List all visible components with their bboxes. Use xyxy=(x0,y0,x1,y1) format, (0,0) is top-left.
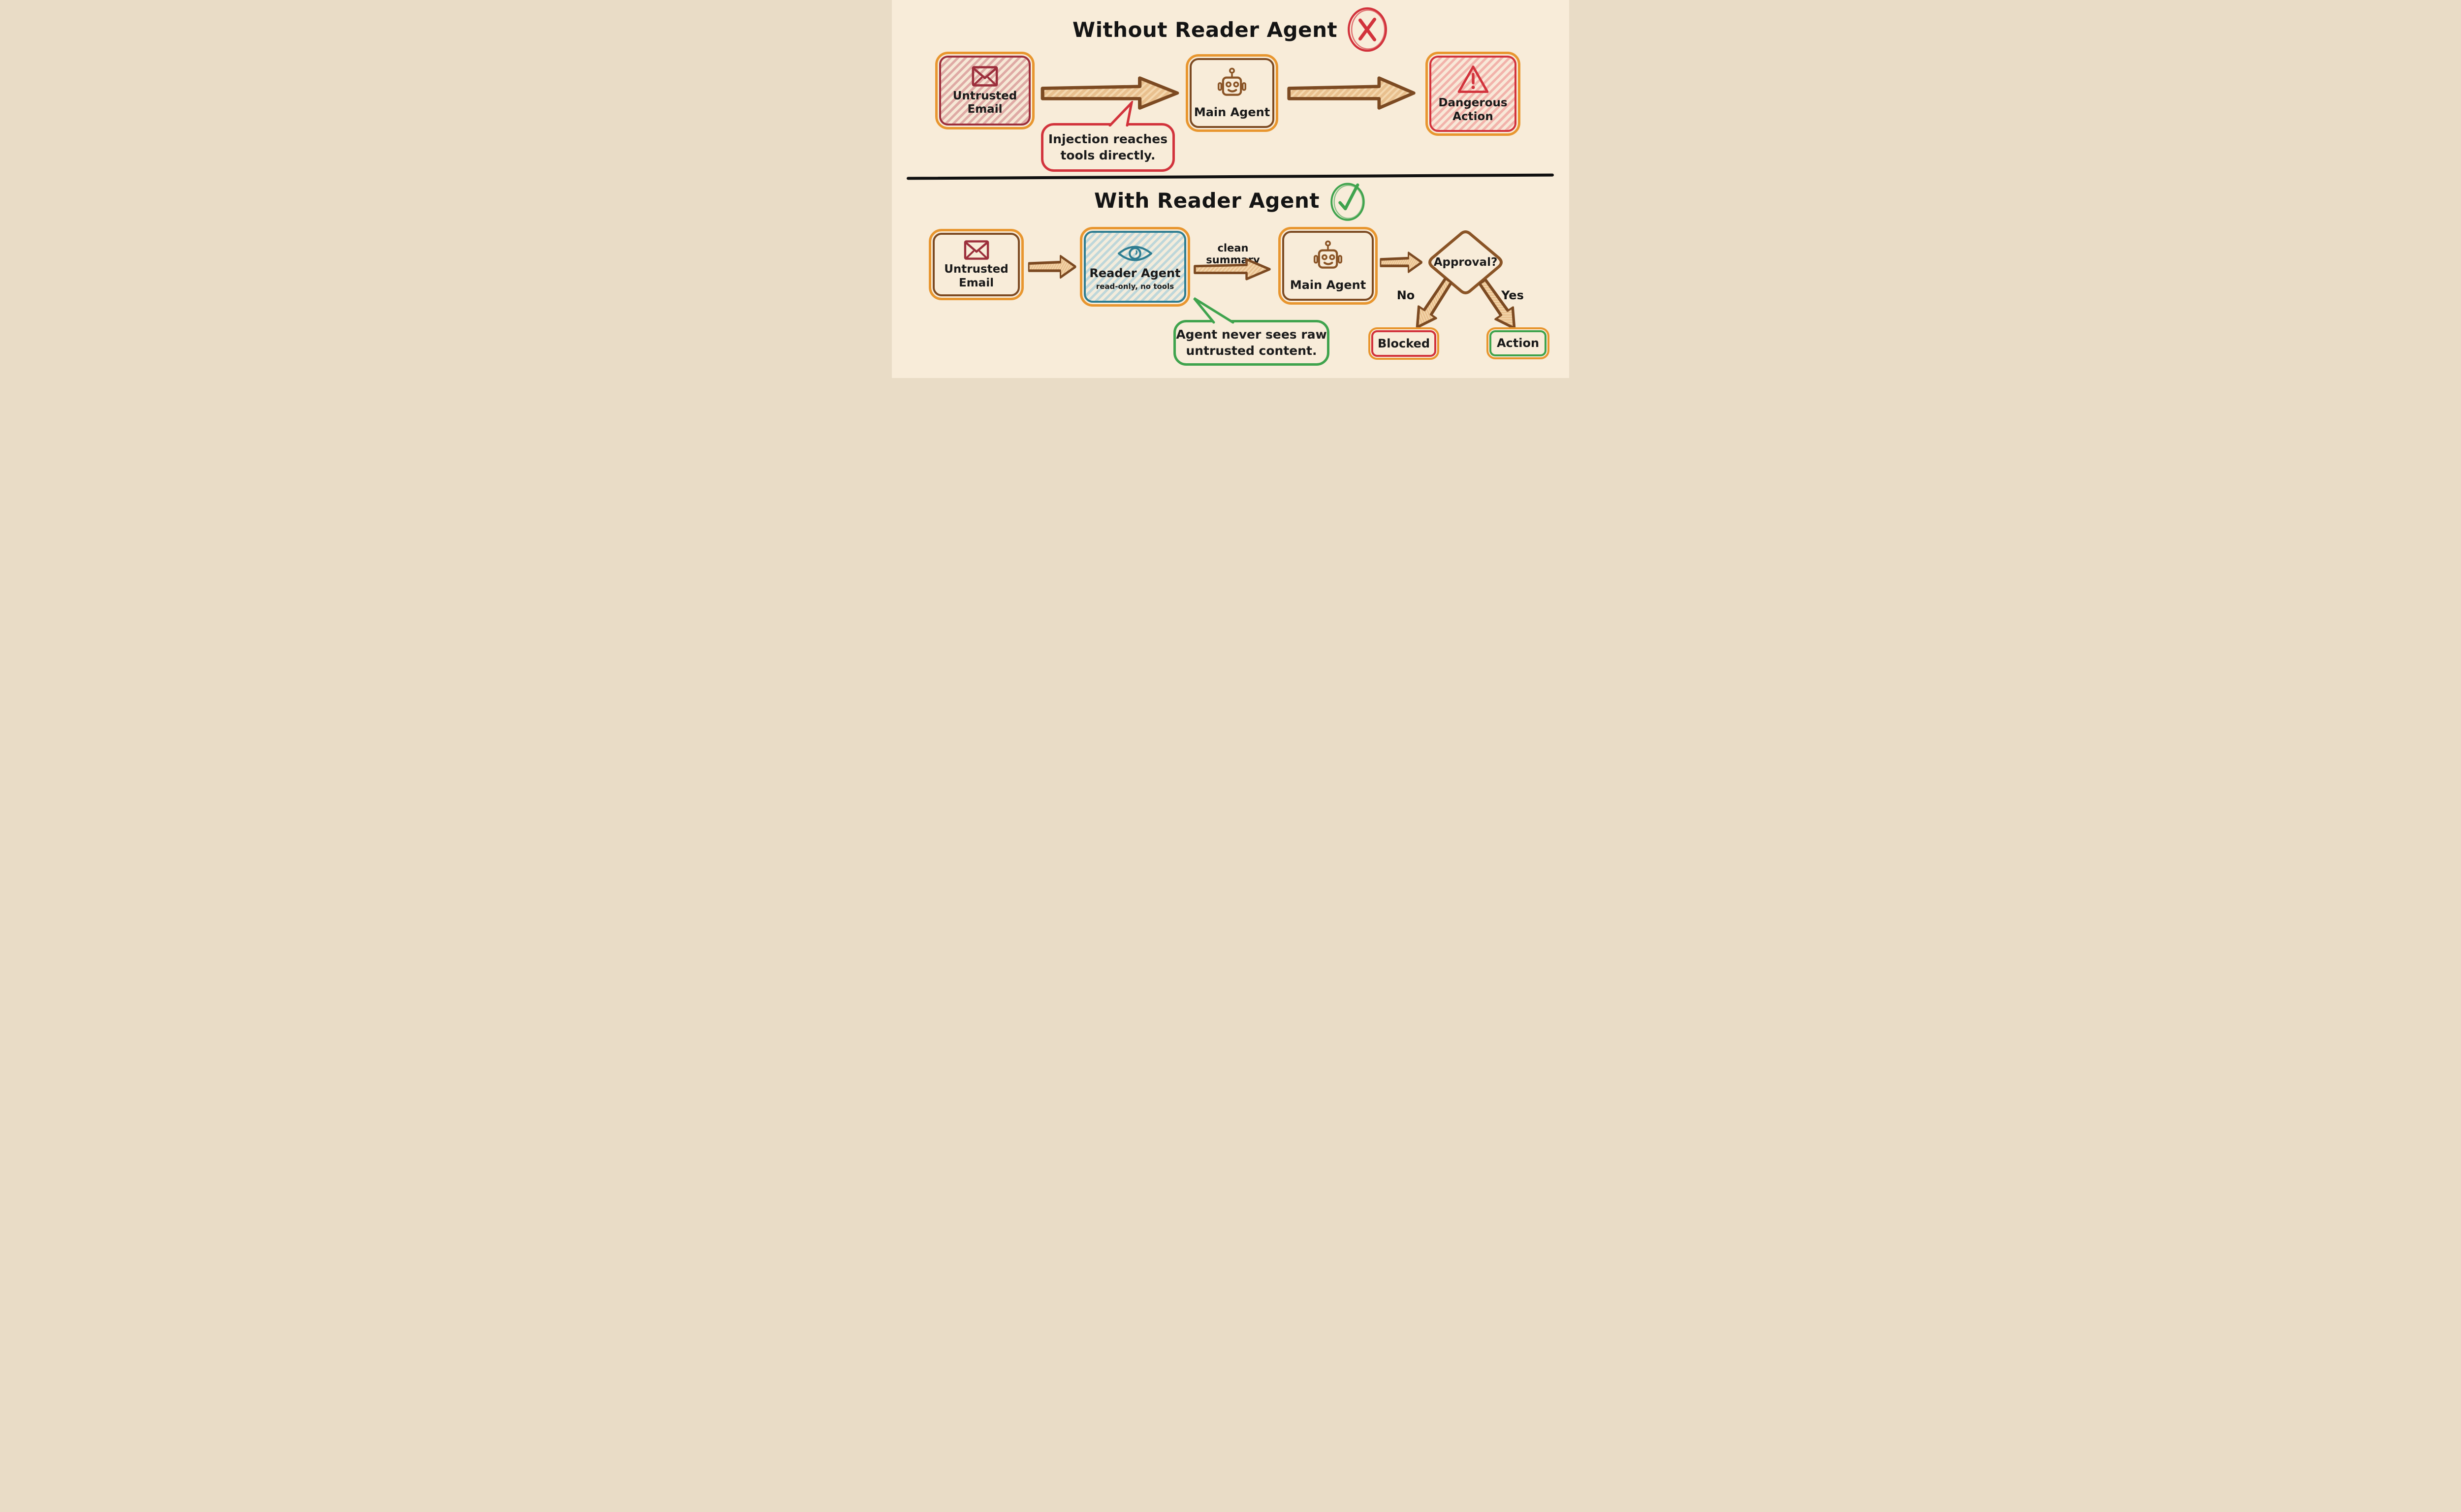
main-agent-label: Main Agent xyxy=(1194,105,1270,119)
approval-diamond: Approval? xyxy=(1423,225,1508,299)
with-section-header: With Reader Agent xyxy=(892,178,1569,222)
diagram-canvas: Without Reader Agent Untrusted Email xyxy=(892,0,1569,378)
main-agent-label: Main Agent xyxy=(1290,278,1366,292)
without-section-header: Without Reader Agent xyxy=(892,4,1569,55)
action-label: Action xyxy=(1496,336,1540,350)
envelope-icon xyxy=(971,65,999,88)
untrusted-email-label: Untrusted Email xyxy=(952,89,1017,116)
arrow-no-branch xyxy=(1406,273,1460,336)
robot-icon xyxy=(1215,67,1249,103)
with-main-agent-box: Main Agent xyxy=(1278,227,1378,305)
arrow-main-to-danger xyxy=(1286,74,1418,112)
yes-label: Yes xyxy=(1501,288,1524,302)
x-circle-icon xyxy=(1346,6,1388,53)
without-title: Without Reader Agent xyxy=(1072,17,1338,42)
dangerous-action-label: Dangerous Action xyxy=(1438,96,1508,123)
reader-agent-label: Reader Agent xyxy=(1089,266,1181,280)
injection-callout-tail xyxy=(1108,101,1136,126)
arrow-main-to-approval xyxy=(1380,251,1423,274)
eye-icon xyxy=(1117,243,1153,264)
dangerous-action-box: Dangerous Action xyxy=(1425,52,1520,136)
with-untrusted-email-box: Untrusted Email xyxy=(929,229,1024,300)
arrow-email-to-main xyxy=(1040,74,1181,112)
envelope-icon xyxy=(963,239,990,261)
reader-agent-subtitle: read-only, no tools xyxy=(1096,282,1174,291)
arrow-reader-to-main xyxy=(1193,257,1272,282)
clean-summary-label: clean summary xyxy=(1206,242,1260,266)
blocked-box: Blocked xyxy=(1368,327,1439,360)
blocked-label: Blocked xyxy=(1377,336,1430,350)
untrusted-email-label: Untrusted Email xyxy=(944,263,1009,289)
without-main-agent-box: Main Agent xyxy=(1186,54,1278,132)
injection-callout-bubble: Injection reaches tools directly. xyxy=(1041,123,1175,172)
warning-triangle-icon xyxy=(1456,64,1490,94)
arrow-yes-branch xyxy=(1472,274,1526,337)
robot-icon xyxy=(1311,240,1345,276)
never-sees-callout-bubble: Agent never sees raw untrusted content. xyxy=(1173,320,1329,366)
approval-label: Approval? xyxy=(1433,256,1498,269)
arrow-email-to-reader xyxy=(1028,253,1077,280)
action-box: Action xyxy=(1486,327,1549,359)
reader-agent-box: Reader Agent read-only, no tools xyxy=(1080,227,1190,307)
with-title: With Reader Agent xyxy=(1094,188,1320,213)
check-circle-icon xyxy=(1328,179,1367,221)
never-sees-callout-tail xyxy=(1192,296,1235,324)
no-label: No xyxy=(1396,288,1415,302)
without-untrusted-email-box: Untrusted Email xyxy=(935,52,1035,129)
